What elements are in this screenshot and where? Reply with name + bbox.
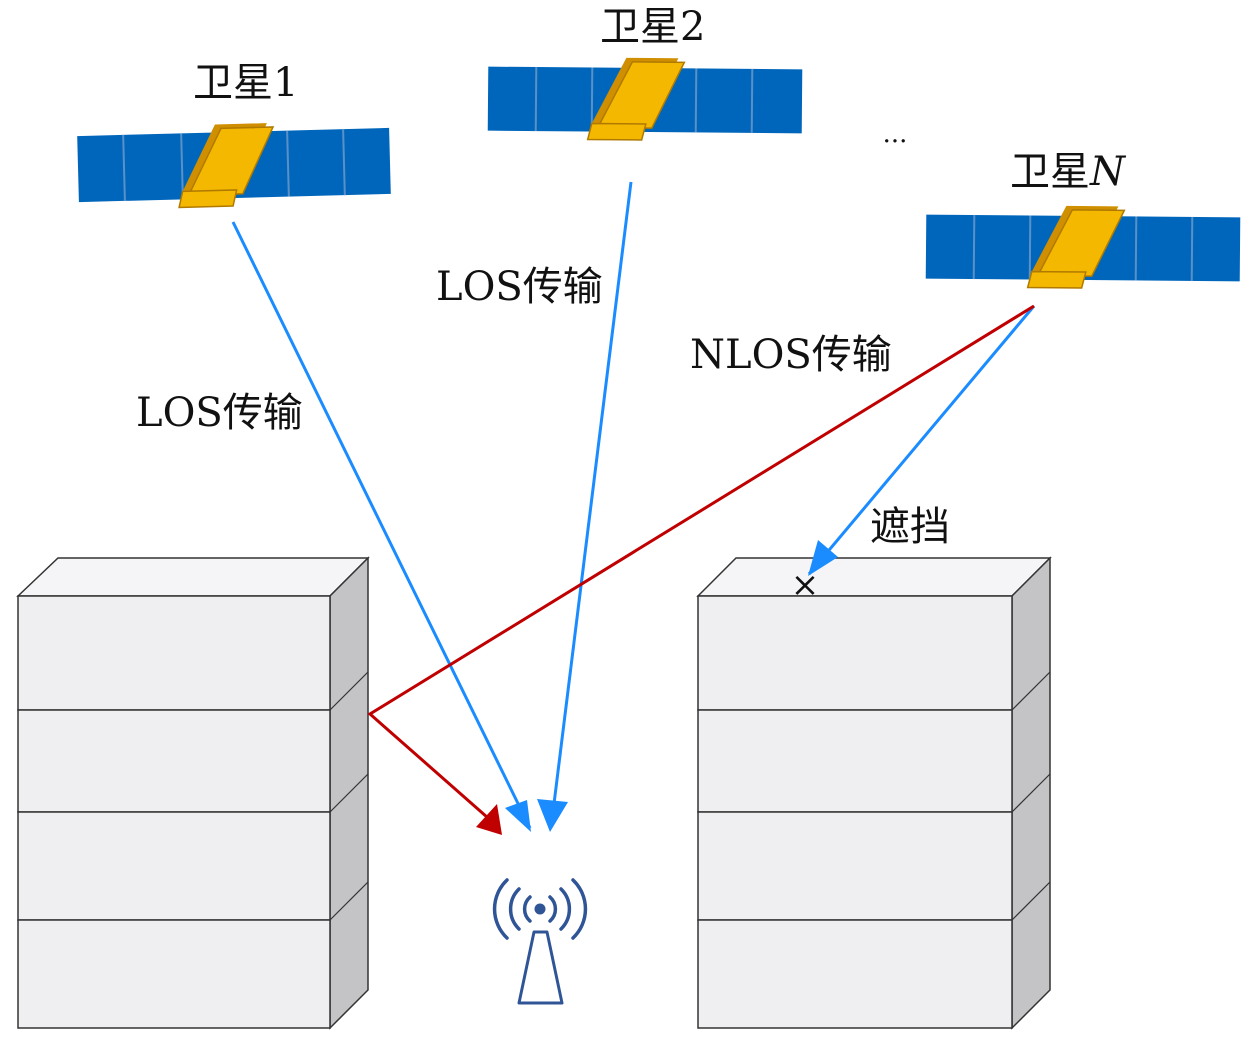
satellite-n xyxy=(925,205,1241,289)
building-right-floor-1 xyxy=(697,595,1013,711)
los-path-2 xyxy=(549,181,633,829)
building-right-floor-2 xyxy=(697,709,1013,813)
building-right-floor-4 xyxy=(697,919,1013,1029)
building-left-top xyxy=(16,557,370,597)
blocked-path xyxy=(807,305,1036,575)
satellite-n-label: 卫星N xyxy=(1010,149,1127,195)
building-left xyxy=(16,556,370,1030)
blocked-mark: × xyxy=(791,565,820,605)
building-right-top xyxy=(696,557,1052,597)
los-arrow-1 xyxy=(505,800,531,832)
building-left-floor-2 xyxy=(17,709,331,813)
building-right-floor-3 xyxy=(697,811,1013,921)
building-left-floor-4 xyxy=(17,919,331,1029)
los-label-1: LOS传输 xyxy=(136,390,303,436)
satellite-2-label: 卫星2 xyxy=(600,4,705,50)
los-arrow-2 xyxy=(537,799,568,832)
los-path-1 xyxy=(231,221,532,829)
los-label-2: LOS传输 xyxy=(436,264,603,310)
satellite-2 xyxy=(487,57,803,141)
building-right xyxy=(696,556,1052,1030)
building-left-floor-3 xyxy=(17,811,331,921)
satellite-1 xyxy=(77,123,391,209)
satellite-1-label: 卫星1 xyxy=(193,60,298,106)
antenna-icon xyxy=(492,878,588,1005)
nlos-arrow xyxy=(476,804,502,835)
nlos-path xyxy=(367,304,1035,827)
blocked-label: 遮挡 xyxy=(870,504,950,550)
building-left-floor-1 xyxy=(17,595,331,711)
nlos-label: NLOS传输 xyxy=(690,332,892,378)
ellipsis: ··· xyxy=(883,127,908,157)
blocked-arrow xyxy=(808,540,838,576)
